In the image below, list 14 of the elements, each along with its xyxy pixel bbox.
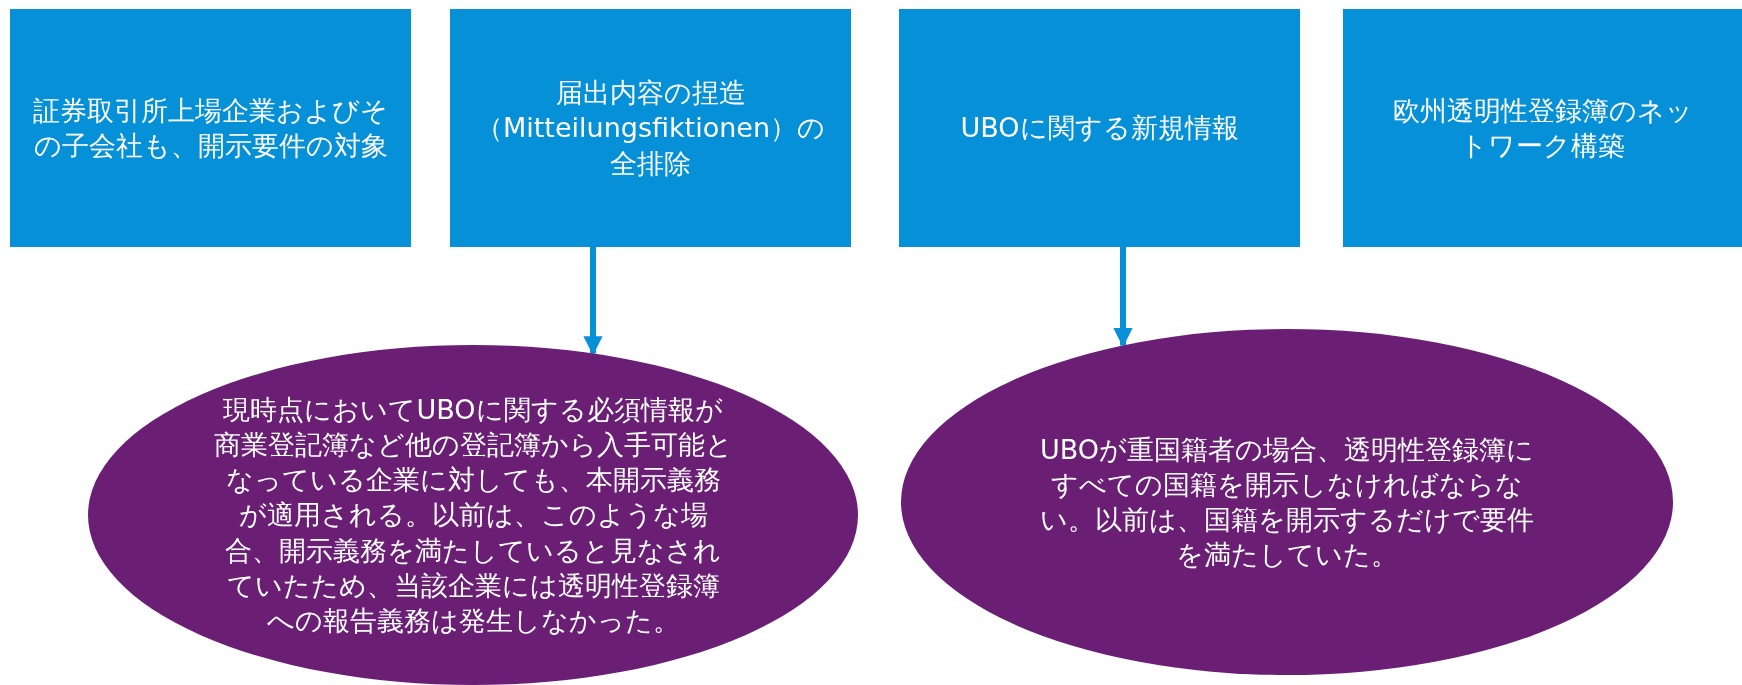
- ellipse-node: [901, 329, 1673, 675]
- node-text: 欧州透明性登録簿のネットワーク構築: [1392, 93, 1693, 163]
- node-text: UBOに関する新規情報: [959, 111, 1240, 146]
- process-box: [10, 9, 411, 247]
- node-text: 届出内容の捏造（Mitteilungsfiktionen）の全排除: [474, 76, 827, 181]
- node-text: UBOが重国籍者の場合、透明性登録簿にすべての国籍を開示しなければならない。以前は、国籍を開示するだけで要件を満たしていた。: [1038, 432, 1536, 573]
- ellipse-node: [88, 345, 858, 685]
- process-box: [450, 9, 851, 247]
- process-box: [899, 9, 1300, 247]
- arrow: [1113, 247, 1133, 348]
- node-text: 現時点においてUBOに関する必須情報が商業登記簿など他の登記簿から入手可能となっている企業に対しても、本開示義務が適用される。以前は、このような場合、開示義務を満たしていると見なされていたため、当該企業には透明性登録簿への報告義務は発生しなかった。: [213, 393, 733, 638]
- node-text: 証券取引所上場企業およびその子会社も、開示要件の対象: [32, 93, 389, 163]
- process-box: [1343, 9, 1742, 247]
- arrow: [583, 247, 603, 356]
